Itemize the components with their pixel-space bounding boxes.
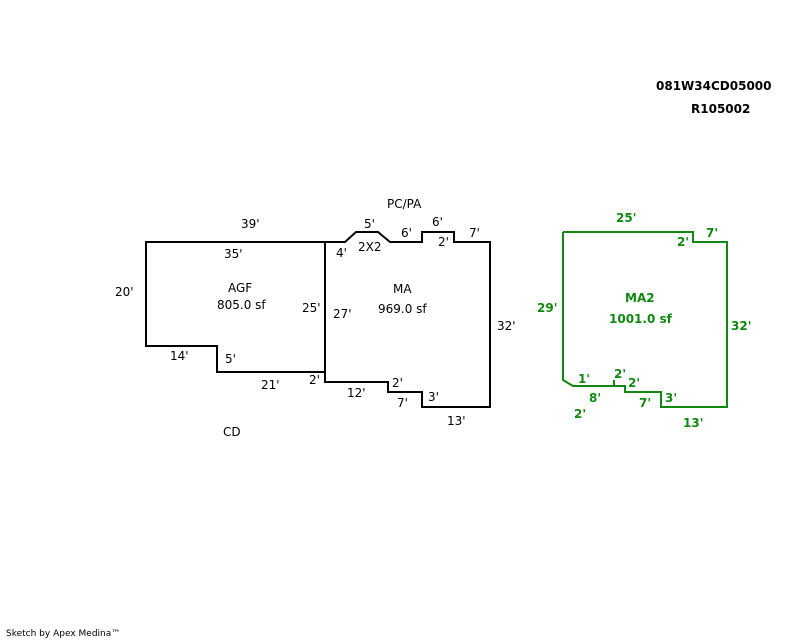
ma2-dim-7-bottom: 7' <box>639 396 651 410</box>
dim-32-ma: 32' <box>497 319 516 333</box>
pcpa-label: PC/PA <box>387 197 422 211</box>
ma2-dim-29: 29' <box>537 301 557 315</box>
dim-13-ma: 13' <box>447 414 466 428</box>
dim-2-ma-top: 2' <box>438 235 449 249</box>
ma2-area: 1001.0 sf <box>609 312 673 326</box>
footer-credit: Sketch by Apex Medina™ <box>6 629 120 639</box>
ma-area: 969.0 sf <box>378 302 427 316</box>
ma-name: MA <box>393 282 412 296</box>
parcel-id: 081W34CD05000 <box>656 79 772 93</box>
ma2-dim-13: 13' <box>683 416 703 430</box>
agf-area: 805.0 sf <box>217 298 266 312</box>
cd-label: CD <box>223 425 241 439</box>
ma2-dim-2-step: 2' <box>614 367 626 381</box>
twoxtwo-label: 2X2 <box>358 240 382 254</box>
dim-6-top: 6' <box>432 215 443 229</box>
ma2-dim-25: 25' <box>616 211 636 225</box>
dim-21: 21' <box>261 378 280 392</box>
dim-7-ma-bottom: 7' <box>397 396 408 410</box>
dim-39: 39' <box>241 217 260 231</box>
dim-20: 20' <box>115 285 134 299</box>
dim-7-ma: 7' <box>469 226 480 240</box>
dim-14: 14' <box>170 349 189 363</box>
ma-outline <box>324 231 491 408</box>
ma2-name: MA2 <box>625 291 655 305</box>
dim-2-ma-bottom: 2' <box>392 376 403 390</box>
dim-2-agf: 2' <box>309 373 320 387</box>
ma2-dim-7: 7' <box>706 226 718 240</box>
ma2-dim-2-bottom: 2' <box>574 407 586 421</box>
ma2-dim-32: 32' <box>731 319 751 333</box>
record-id: R105002 <box>691 102 750 116</box>
dim-4: 4' <box>336 246 347 260</box>
dim-35: 35' <box>224 247 243 261</box>
dim-6-mid: 6' <box>401 226 412 240</box>
ma2-dim-2-right: 2' <box>628 376 640 390</box>
ma2-dim-8: 8' <box>589 391 601 405</box>
dim-5-agf: 5' <box>225 352 236 366</box>
dim-3-ma: 3' <box>428 390 439 404</box>
ma2-dim-3: 3' <box>665 391 677 405</box>
ma2-dim-2-top: 2' <box>677 235 689 249</box>
dim-27: 27' <box>333 307 352 321</box>
ma2-dim-1: 1' <box>578 372 590 386</box>
dim-5-ma: 5' <box>364 217 375 231</box>
dim-25: 25' <box>302 301 321 315</box>
dim-12: 12' <box>347 386 366 400</box>
ma2-outline <box>562 231 728 408</box>
agf-name: AGF <box>228 281 252 295</box>
